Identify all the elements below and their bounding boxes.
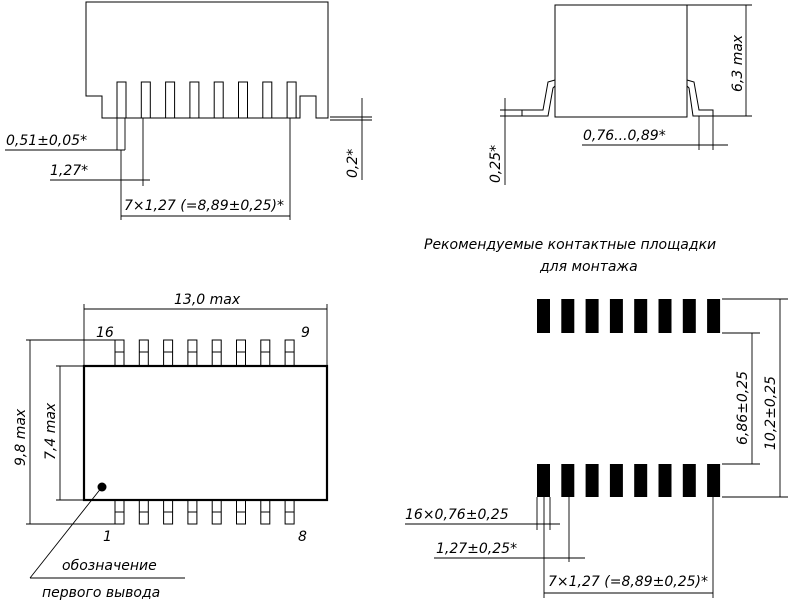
end-view-body bbox=[554, 4, 688, 118]
key-note-line2: первого вывода bbox=[42, 585, 160, 601]
end-height-label: 6,3 max bbox=[730, 34, 746, 92]
top-view-leads bbox=[114, 339, 295, 525]
end-foot-length-label: 0,76...0,89* bbox=[583, 128, 666, 144]
top-lead-lower bbox=[114, 500, 125, 525]
footprint-pad-lower bbox=[609, 464, 623, 497]
side-lead bbox=[262, 81, 273, 118]
top-lead-upper bbox=[284, 339, 295, 366]
side-lead bbox=[213, 81, 224, 118]
top-length-label: 13,0 max bbox=[174, 292, 241, 308]
footprint-pad-upper bbox=[682, 299, 696, 333]
side-lead bbox=[165, 81, 176, 118]
footprint-pad-lower bbox=[561, 464, 575, 497]
footprint-pad-upper bbox=[585, 299, 599, 333]
footprint-outer-span-label: 10,2±0,25 bbox=[763, 376, 779, 450]
footprint-pitch-label: 1,27±0,25* bbox=[436, 541, 517, 557]
pin-1-label: 1 bbox=[103, 529, 112, 545]
footprint-pad-lower bbox=[537, 464, 550, 497]
end-view: 6,3 max 0,25* 0,76...0,89* bbox=[488, 4, 752, 185]
end-view-left-lead bbox=[521, 79, 556, 117]
side-lead bbox=[140, 81, 151, 118]
top-lead-lower bbox=[260, 500, 271, 525]
footprint-title-line1: Рекомендуемые контактные площадки bbox=[424, 237, 716, 253]
footprint-pad-upper bbox=[561, 299, 575, 333]
side-lead bbox=[286, 81, 297, 118]
top-body-width-label: 7,4 max bbox=[43, 402, 59, 460]
top-lead-upper bbox=[236, 339, 246, 366]
footprint-pads bbox=[537, 299, 721, 497]
top-lead-lower bbox=[284, 500, 295, 525]
top-lead-lower bbox=[187, 500, 198, 525]
footprint-pad-upper bbox=[658, 299, 672, 333]
end-foot-thickness-label: 0,25* bbox=[488, 145, 504, 183]
footprint-pad-lower bbox=[585, 464, 599, 497]
footprint-title-line2: для монтажа bbox=[539, 259, 638, 275]
footprint-pad-upper bbox=[537, 299, 550, 333]
footprint-pad-lower bbox=[634, 464, 648, 497]
top-lead-lower bbox=[163, 500, 174, 525]
top-view: 13,0 max 9,8 max 7,4 max 16 9 1 8 обозна… bbox=[13, 292, 329, 601]
footprint-pad-upper bbox=[609, 299, 623, 333]
footprint-pad-upper bbox=[707, 299, 721, 333]
side-lead bbox=[238, 81, 248, 118]
top-lead-lower bbox=[138, 500, 149, 525]
top-lead-upper bbox=[114, 339, 125, 366]
side-view-body bbox=[85, 1, 329, 119]
pin-9-label: 9 bbox=[301, 325, 310, 341]
top-lead-upper bbox=[138, 339, 149, 366]
side-view: 0,51±0,05* 1,27* 7×1,27 (=8,89±0,25)* 0,… bbox=[5, 1, 372, 220]
key-note-line1: обозначение bbox=[62, 558, 157, 574]
side-span-label: 7×1,27 (=8,89±0,25)* bbox=[124, 198, 284, 214]
footprint-pad-lower bbox=[682, 464, 696, 497]
top-lead-upper bbox=[163, 339, 174, 366]
footprint-pad-width-label: 16×0,76±0,25 bbox=[405, 507, 509, 523]
side-pitch-label: 1,27* bbox=[50, 163, 88, 179]
top-lead-upper bbox=[211, 339, 222, 366]
top-lead-upper bbox=[260, 339, 271, 366]
top-lead-lower bbox=[211, 500, 222, 525]
footprint-pad-upper bbox=[634, 299, 648, 333]
pin-8-label: 8 bbox=[298, 529, 307, 545]
side-lead bbox=[189, 81, 200, 118]
footprint-view: Рекомендуемые контактные площадки для мо… bbox=[405, 237, 788, 598]
side-lead bbox=[116, 81, 127, 118]
side-view-leads bbox=[116, 81, 297, 118]
footprint-pad-lower bbox=[707, 464, 721, 497]
end-view-right-lead bbox=[686, 79, 714, 117]
footprint-inner-gap-label: 6,86±0,25 bbox=[735, 371, 751, 445]
top-lead-upper bbox=[187, 339, 198, 366]
side-lead-width-label: 0,51±0,05* bbox=[6, 133, 87, 149]
pin-16-label: 16 bbox=[96, 325, 114, 341]
footprint-pad-lower bbox=[658, 464, 672, 497]
top-view-body bbox=[82, 364, 329, 502]
top-overall-width-label: 9,8 max bbox=[13, 408, 29, 466]
top-lead-lower bbox=[236, 500, 246, 525]
side-lead-thickness-label: 0,2* bbox=[345, 149, 361, 178]
footprint-span-label: 7×1,27 (=8,89±0,25)* bbox=[548, 574, 708, 590]
